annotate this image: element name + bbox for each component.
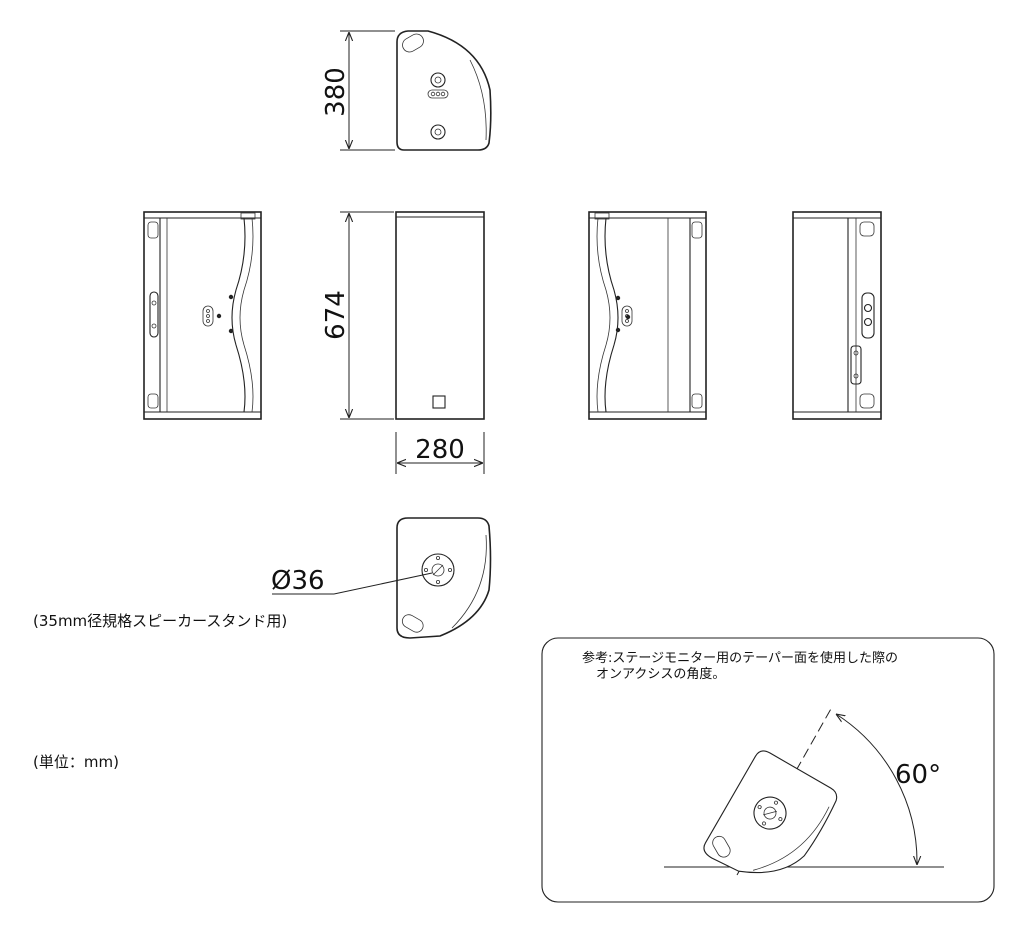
side-view-right [588, 211, 707, 420]
side-view-connector [792, 211, 882, 420]
reference-text-line1: 参考:ステージモニター用のテーパー面を使用した際の [582, 650, 898, 666]
reference-box: 参考:ステージモニター用のテーパー面を使用した際の オンアクシスの角度。 60° [541, 637, 995, 903]
bottom-view [396, 517, 492, 639]
dimension-380-label: 380 [321, 67, 351, 117]
side-view-left [143, 211, 262, 420]
unit-note: (単位：mm) [33, 753, 119, 771]
dimension-280-label: 280 [415, 435, 465, 465]
reference-text-line2: オンアクシスの角度。 [596, 666, 725, 682]
top-view [396, 30, 492, 151]
pole-diameter-label: Ø36 [271, 566, 325, 596]
front-view [395, 211, 485, 420]
height-dimension-674: 674 [321, 211, 394, 420]
angle-arc [836, 714, 917, 865]
width-dimension-280: 280 [395, 432, 485, 474]
height-dimension-380: 380 [321, 30, 395, 151]
dimension-674-label: 674 [321, 290, 351, 340]
angle-label: 60° [895, 760, 941, 790]
pole-diameter-callout: Ø36 (35mm径規格スピーカースタンド用) [33, 566, 433, 630]
pole-note: (35mm径規格スピーカースタンド用) [33, 612, 287, 630]
tilted-speaker [703, 750, 838, 874]
